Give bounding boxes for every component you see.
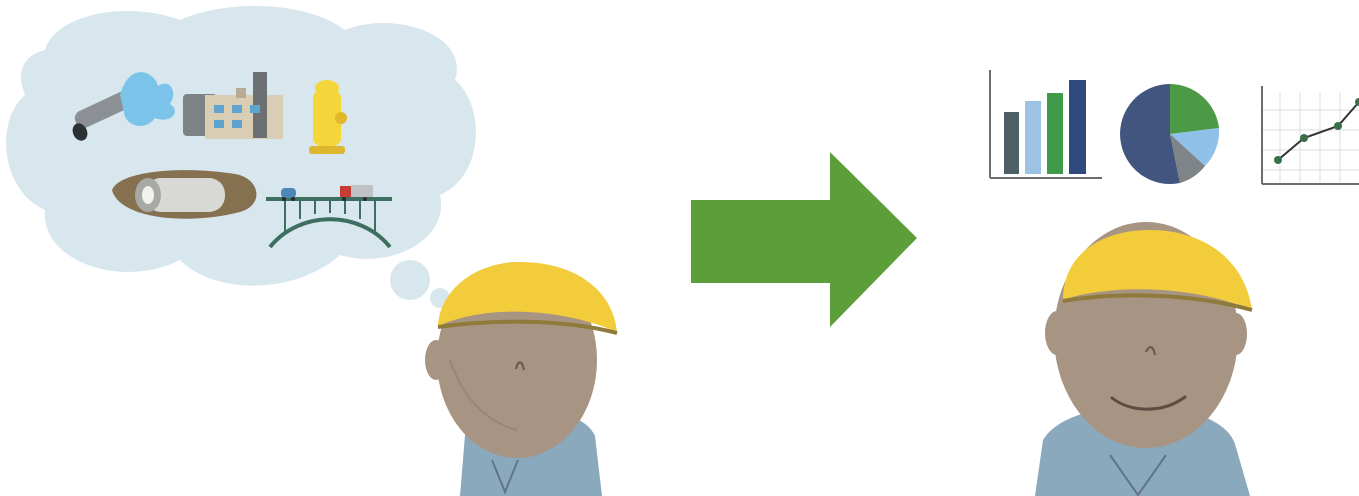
bar-light-blue [1025, 101, 1041, 174]
bar-dark [1004, 112, 1019, 174]
worker-neutral [425, 262, 617, 496]
pie-chart-icon [1120, 84, 1219, 184]
right-arrow-icon [691, 152, 917, 327]
thought-cloud [6, 6, 476, 308]
line-chart-icon [1262, 86, 1359, 184]
bar-navy [1069, 80, 1086, 174]
worker-smiling [1035, 222, 1252, 496]
bar-chart-icon [990, 70, 1102, 178]
bar-green [1047, 93, 1063, 174]
